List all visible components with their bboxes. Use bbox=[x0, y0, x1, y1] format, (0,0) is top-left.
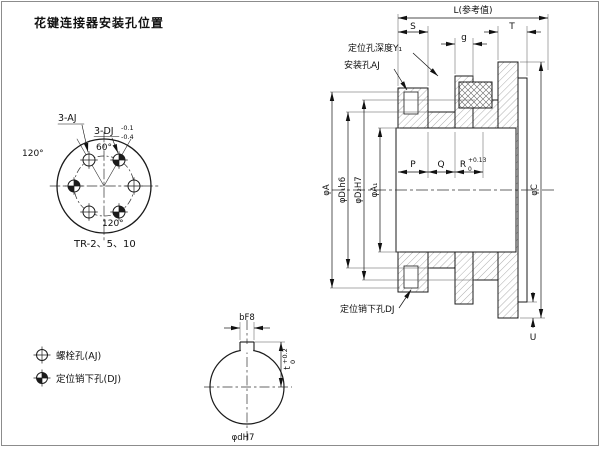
dim-r-tolerance-upper: +0.13 bbox=[468, 157, 487, 164]
dim-r-tolerance-lower: 0 bbox=[468, 166, 472, 173]
pin-hole-symbol bbox=[110, 151, 128, 169]
bolt-hole-symbol bbox=[80, 151, 98, 169]
dim-dia-d2-label: φD₂H7 bbox=[354, 176, 364, 203]
pin-hole-dj bbox=[403, 265, 419, 289]
legend-bolt-hole-label: 螺栓孔(AJ) bbox=[56, 350, 101, 362]
pin-hole-note: 定位销下孔DJ bbox=[340, 303, 395, 315]
dim-keyway-depth-tol-lower: 0 bbox=[289, 360, 297, 364]
dim-bore-diameter-label: φdH7 bbox=[232, 433, 255, 443]
bore-view: bF8 t +0.2 0 φdH7 bbox=[204, 313, 297, 443]
dim-dia-c-label: φC bbox=[530, 184, 540, 196]
front-view: 3-AJ 3-DJ -0.1 -0.4 60° 120° 120° TR-2、5… bbox=[22, 113, 159, 250]
dim-q-label: Q bbox=[437, 160, 444, 170]
mount-hole-aj bbox=[403, 91, 419, 115]
dim-keyway-depth-tol-upper: +0.2 bbox=[281, 348, 289, 364]
bolt-hole-symbol bbox=[125, 177, 143, 195]
mount-hole-note: 安装孔AJ bbox=[344, 59, 380, 71]
dim-keyway-width-label: bF8 bbox=[239, 313, 255, 323]
pin-hole-symbol bbox=[65, 177, 83, 195]
angle-120-left-label: 120° bbox=[22, 149, 44, 159]
angle-120-bottom-label: 120° bbox=[102, 219, 124, 229]
bolt-hole-symbol bbox=[80, 203, 98, 221]
dim-s-label: S bbox=[410, 22, 416, 32]
dim-dia-a1-label: φA₁ bbox=[370, 183, 380, 198]
pin-hole-leader bbox=[398, 289, 412, 309]
dim-dia-a-label: φA bbox=[322, 184, 332, 196]
mount-hole-leader bbox=[393, 68, 408, 91]
front-view-pin-hole-label: 3-DJ bbox=[94, 126, 114, 137]
keyway-cut bbox=[240, 344, 254, 353]
pin-hole-symbol bbox=[110, 203, 128, 221]
bolt-hole-icon bbox=[33, 346, 51, 364]
dimension-lines bbox=[329, 15, 548, 328]
angle-60-label: 60° bbox=[96, 143, 112, 153]
section-bore bbox=[395, 127, 517, 253]
spline-area bbox=[458, 81, 493, 109]
dim-dia-d1-label: φD₁h6 bbox=[338, 177, 348, 203]
dim-p-label: P bbox=[410, 160, 416, 170]
dim-length-label: L(参考值) bbox=[453, 4, 492, 16]
front-view-bolt-hole-label: 3-AJ bbox=[58, 113, 77, 124]
dim-u-label: U bbox=[530, 333, 537, 343]
dim-keyway-depth-label: t bbox=[283, 366, 293, 370]
pin-hole-tolerance-upper: -0.1 bbox=[121, 124, 134, 132]
dim-t-label: T bbox=[508, 22, 515, 32]
legend-pin-hole-label: 定位销下孔(DJ) bbox=[56, 373, 121, 385]
pin-hole-icon bbox=[33, 369, 51, 387]
dim-r-label: R bbox=[460, 160, 466, 170]
flange-outline bbox=[56, 138, 152, 234]
legend: 螺栓孔(AJ) 定位销下孔(DJ) bbox=[33, 346, 121, 387]
dim-g-label: g bbox=[461, 33, 467, 43]
section-view: L(参考值) S g T 定位孔深度Y₁ 安装孔AJ P Q R +0.13 0… bbox=[322, 4, 556, 343]
pin-hole-tolerance-lower: -0.4 bbox=[121, 133, 134, 141]
model-caption: TR-2、5、10 bbox=[73, 239, 136, 250]
page-title: 花键连接器安装孔位置 bbox=[34, 15, 164, 30]
pilot-depth-note: 定位孔深度Y₁ bbox=[348, 42, 402, 54]
pilot-depth-leader bbox=[412, 52, 439, 77]
